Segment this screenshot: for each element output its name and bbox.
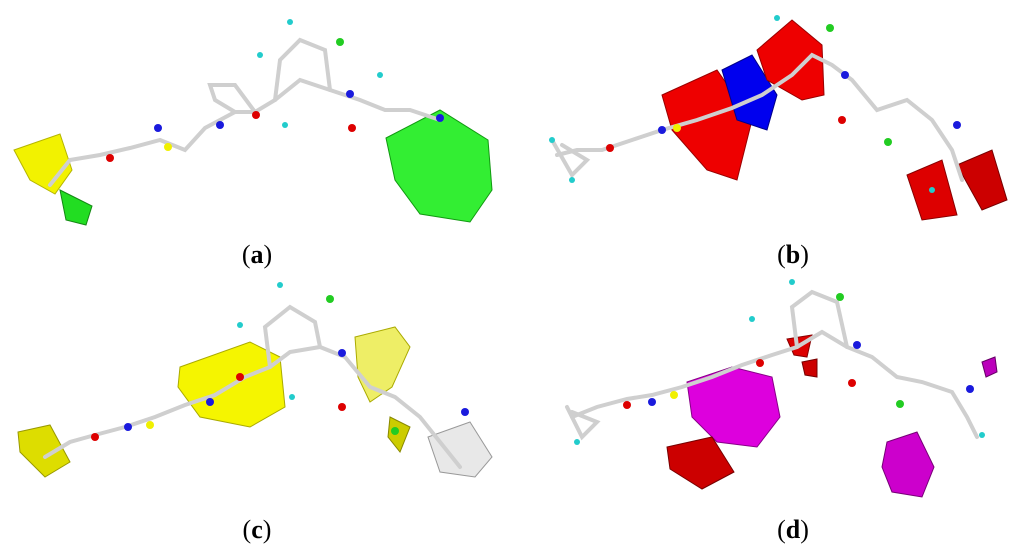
- atoms: [106, 19, 444, 162]
- molecule-bonds: [48, 37, 442, 187]
- atoms: [91, 282, 469, 441]
- panel-c: (c): [0, 277, 512, 554]
- hbond-contour-red-1: [666, 436, 735, 490]
- atoms: [549, 15, 961, 193]
- steric-contour-green-large: [385, 109, 493, 223]
- hbond-contour-magenta-1: [686, 366, 781, 448]
- hbond-contour-magenta-2: [881, 431, 935, 498]
- hydrophobic-contour-yellow-1: [17, 424, 71, 478]
- molecule-view-a: [13, 19, 493, 226]
- electrostatic-contour-red-2: [756, 19, 825, 101]
- hbond-contour-red-3: [801, 358, 818, 378]
- molecule-bonds: [550, 52, 964, 182]
- molecule-view-c: [17, 282, 493, 478]
- steric-contour-yellow: [13, 133, 73, 195]
- molecule-view-d: [565, 279, 998, 498]
- panel-label-b: (b): [777, 240, 809, 269]
- panel-b: (b): [512, 0, 1024, 277]
- panel-label-a: (a): [241, 240, 273, 269]
- molecule-view-b: [549, 15, 1008, 221]
- hydrophobic-contour-white: [427, 421, 493, 478]
- electrostatic-contour-red-4: [956, 149, 1008, 211]
- electrostatic-contour-red-1: [661, 69, 753, 181]
- panel-label-d: (d): [777, 515, 809, 544]
- electrostatic-contour-blue: [721, 54, 778, 131]
- molecule-bonds: [565, 289, 979, 441]
- panel-label-c: (c): [242, 515, 272, 544]
- panel-a: (a): [0, 0, 512, 277]
- hydrophobic-contour-yellow-4: [387, 416, 411, 453]
- panel-d: (d): [512, 277, 1024, 554]
- steric-contour-green-small: [59, 189, 93, 226]
- molecule-bonds: [43, 304, 462, 469]
- hbond-contour-magenta-3: [981, 356, 998, 378]
- atoms: [574, 279, 985, 445]
